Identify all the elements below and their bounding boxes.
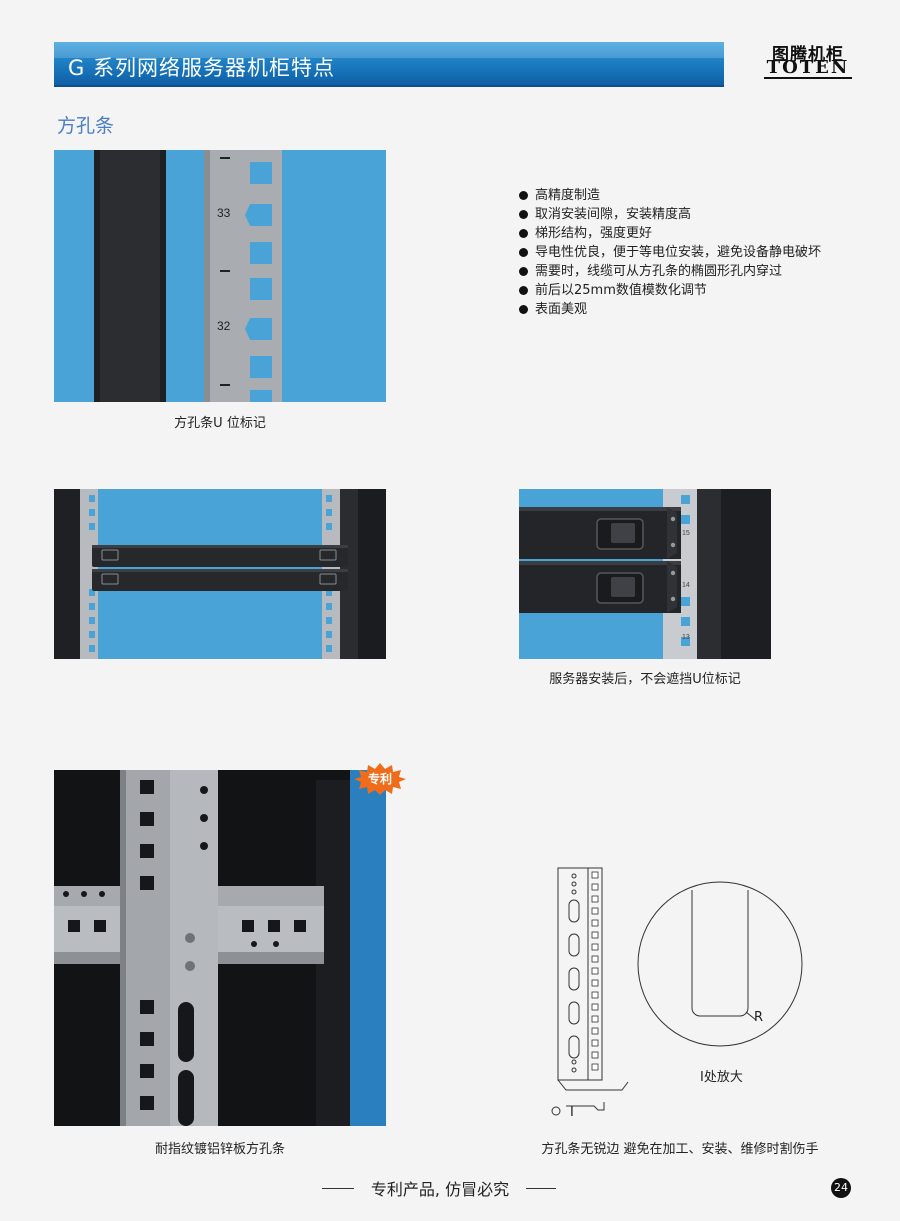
footer-slogan: 专利产品, 仿冒必究 bbox=[370, 1180, 510, 1199]
feature-item: 取消安装间隙，安装精度高 bbox=[518, 205, 821, 224]
server-mounted-front-illustration bbox=[54, 489, 386, 659]
galvanized-strip-caption: 耐指纹镀铝锌板方孔条 bbox=[154, 1142, 285, 1157]
patent-badge-text: 专利 bbox=[367, 772, 392, 786]
patent-badge: 专利 bbox=[354, 763, 406, 795]
server-mounted-caption: 服务器安装后，不会遮挡U位标记 bbox=[549, 672, 741, 687]
server-mounted-front-photo bbox=[54, 489, 386, 659]
logo-english-text: TOTEN bbox=[766, 57, 850, 78]
u-mark-strip-illustration: 33 32 bbox=[54, 150, 386, 402]
server-handle-closeup-illustration: 15 14 13 bbox=[519, 489, 771, 659]
feature-item: 高精度制造 bbox=[518, 186, 821, 205]
section-marker-label: I bbox=[570, 1105, 574, 1120]
feature-item: 前后以25mm数值模数化调节 bbox=[518, 281, 821, 300]
footer-rule-left bbox=[322, 1188, 354, 1189]
server-handle-closeup-photo: 15 14 13 bbox=[519, 489, 771, 659]
footer: 专利产品, 仿冒必究 bbox=[0, 1176, 900, 1200]
footer-rule-right bbox=[526, 1188, 556, 1189]
radius-label: R bbox=[754, 1010, 764, 1025]
section-title: 方孔条 bbox=[57, 115, 115, 137]
starburst-icon bbox=[354, 763, 406, 795]
feature-list: 高精度制造 取消安装间隙，安装精度高 梯形结构，强度更好 导电性优良，便于等电位… bbox=[518, 186, 821, 319]
strip-profile-drawing bbox=[551, 867, 803, 1116]
feature-item: 梯形结构，强度更好 bbox=[518, 224, 821, 243]
header-banner: G 系列网络服务器机柜特点 bbox=[54, 42, 724, 87]
u-mark-32: 32 bbox=[217, 319, 231, 333]
feature-item: 需要时，线缆可从方孔条的椭圆形孔内穿过 bbox=[518, 262, 821, 281]
feature-item: 表面美观 bbox=[518, 300, 821, 319]
banner-shine bbox=[54, 42, 724, 58]
u-mark-14: 14 bbox=[682, 582, 690, 589]
page-number: 24 bbox=[831, 1178, 851, 1198]
page-title: G 系列网络服务器机柜特点 bbox=[68, 56, 335, 80]
feature-item: 导电性优良，便于等电位安装，避免设备静电破坏 bbox=[518, 243, 821, 262]
u-mark-15: 15 bbox=[682, 530, 690, 537]
logo-underline bbox=[764, 77, 852, 79]
logo-chinese-text: 图腾机柜 bbox=[772, 45, 844, 65]
galvanized-strip-illustration bbox=[54, 770, 386, 1126]
u-mark-strip-photo: 33 32 bbox=[54, 150, 386, 402]
no-sharp-edge-caption: 方孔条无锐边 避免在加工、安装、维修时割伤手 bbox=[541, 1142, 819, 1157]
brand-logo: 图腾机柜 TOTEN bbox=[764, 40, 852, 80]
galvanized-strip-photo bbox=[54, 770, 386, 1126]
u-mark-strip-caption: 方孔条U 位标记 bbox=[174, 416, 266, 431]
u-mark-13: 13 bbox=[682, 634, 690, 641]
no-sharp-edge-drawing: R I I处放大 bbox=[540, 860, 820, 1130]
u-mark-33: 33 bbox=[217, 206, 231, 220]
zoom-caption: I处放大 bbox=[700, 1070, 743, 1085]
